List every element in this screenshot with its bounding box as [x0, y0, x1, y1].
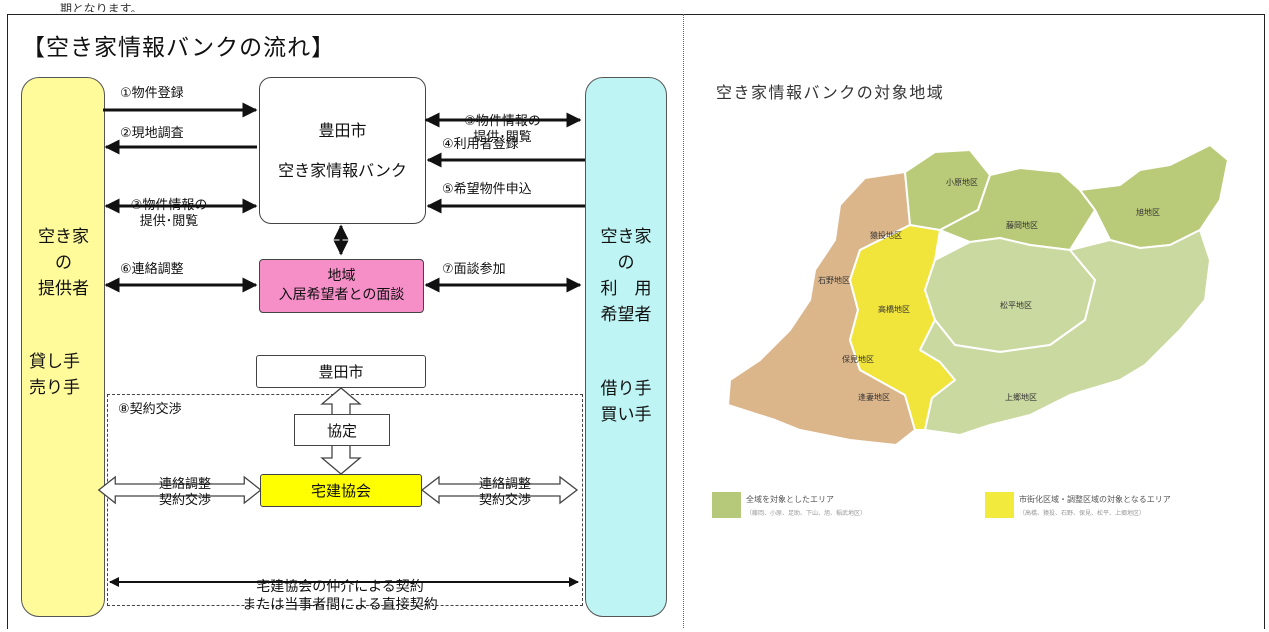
map-region-shimoyama [919, 229, 1211, 436]
column-divider [683, 14, 684, 628]
contract-left-label: 連絡調整契約交渉 [158, 477, 211, 508]
meeting-box: 地域 入居希望者との面談 [259, 259, 424, 313]
provider-panel [21, 77, 105, 617]
arrow-right-negotiation [420, 475, 579, 505]
map-label-9: 上郷地区 [1005, 392, 1037, 402]
contract-method-label: 宅建協会の仲介による契約または当事者間による直接契約 [242, 579, 438, 613]
legend-sub-all-area: （藤岡、小原、足助、下山、旭、稲武地区） [746, 510, 867, 517]
map-label-6: 松平地区 [1000, 300, 1032, 310]
map-label-4: 石野地区 [818, 275, 850, 285]
step3-right-label: ③物件情報の提供･閲覧 [464, 114, 541, 145]
map-label-5: 高橋地区 [878, 304, 910, 314]
provider-role-label: 貸し手売り手 [29, 352, 80, 398]
contract-right-label: 連絡調整契約交渉 [478, 477, 531, 508]
legend-swatch-all-area [712, 492, 741, 518]
map-label-8: 逢妻地区 [858, 392, 890, 402]
legend-sub-urban-area: （高橋、猿投、石野、保見、松平、上郷地区） [1019, 510, 1146, 517]
page-top-fragment: 期となります。 [60, 2, 143, 12]
akiya-bank-box: 豊田市 空き家情報バンク [259, 77, 426, 224]
step3-left-label: ③物件情報の提供･閲覧 [130, 198, 208, 229]
provider-label: 空き家の提供者 [38, 227, 89, 299]
step6-label: ⑥連絡調整 [120, 262, 184, 277]
takken-association-box: 宅建協会 [260, 474, 422, 507]
map-region-inabu [1079, 144, 1229, 249]
content-frame [7, 14, 1265, 629]
legend-title-all-area: 全域を対象としたエリア [746, 495, 834, 504]
legend-title-urban-area: 市街化区域・調整区域の対象となるエリア [1019, 495, 1171, 504]
contract-step-label: ⑧契約交渉 [118, 402, 182, 417]
legend-swatch-urban-area [985, 492, 1014, 518]
user-role-label: 借り手買い手 [600, 379, 652, 425]
user-panel [585, 77, 667, 617]
target-area-map: 小原地区 藤岡地区 旭地区 猿投地区 石野地区 高橋地区 松平地区 保見地区 逢… [727, 144, 1229, 446]
map-label-0: 小原地区 [946, 177, 978, 187]
step5-label: ⑤希望物件申込 [442, 182, 532, 197]
agreement-box: 協定 [294, 414, 390, 446]
map-title: 空き家情報バンクの対象地域 [716, 83, 945, 102]
map-label-2: 旭地区 [1136, 207, 1160, 217]
step7-label: ⑦面談参加 [442, 262, 506, 277]
flow-arrows [97, 102, 585, 587]
map-label-1: 藤岡地区 [1006, 220, 1038, 230]
step4-label: ④利用者登録 [442, 137, 519, 152]
map-label-3: 猿投地区 [870, 230, 902, 240]
user-label: 空き家の利 用希望者 [600, 227, 652, 325]
step1-label: ①物件登録 [120, 86, 184, 101]
step2-label: ②現地調査 [120, 126, 184, 141]
map-label-7: 保見地区 [842, 354, 874, 364]
flow-title: 【空き家情報バンクの流れ】 [22, 35, 336, 61]
